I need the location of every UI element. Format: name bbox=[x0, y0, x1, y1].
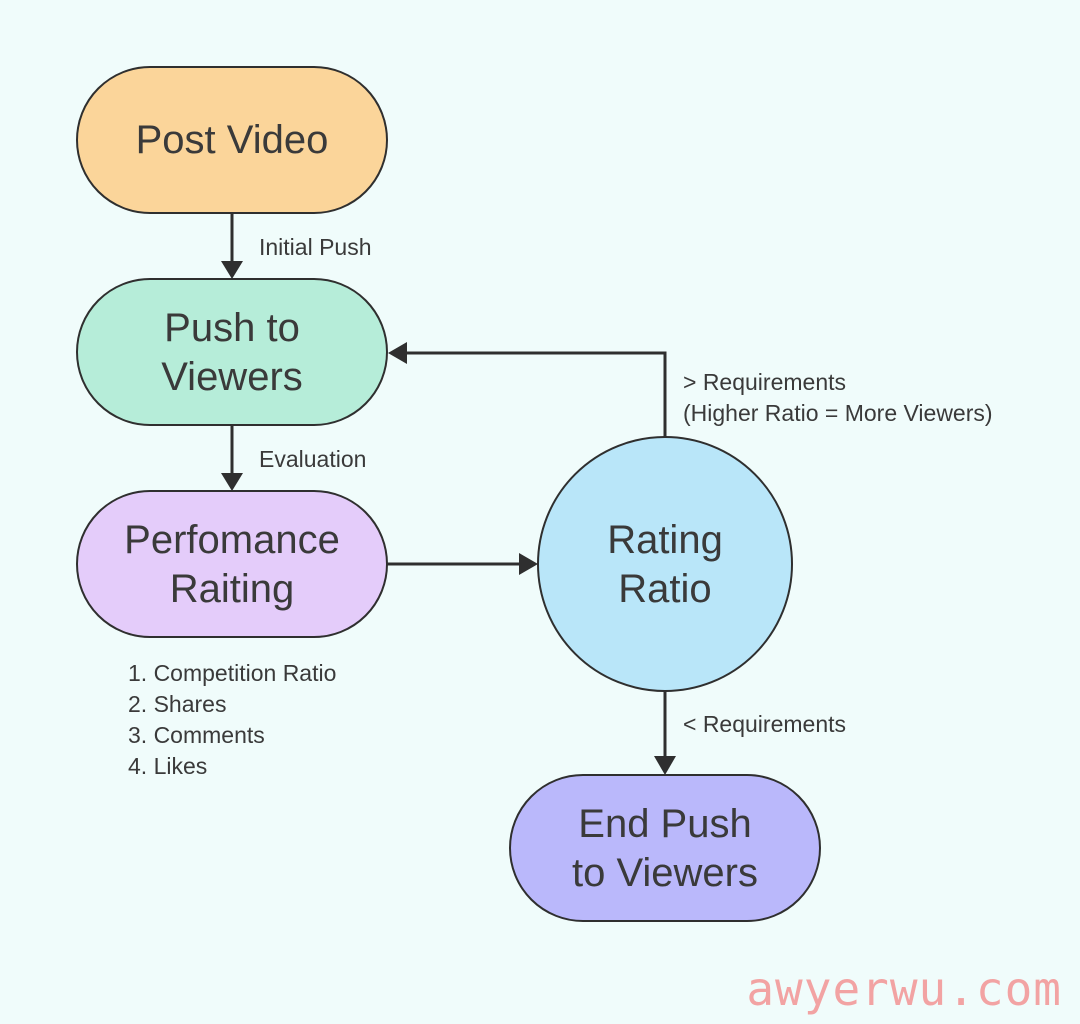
node-post-video: Post Video bbox=[76, 66, 388, 214]
node-performance-rating: Perfomance Raiting bbox=[76, 490, 388, 638]
criteria-item: 1. Competition Ratio bbox=[128, 660, 336, 686]
node-end-push-shape bbox=[509, 774, 821, 922]
edge-label-more-requirements-note: (Higher Ratio = More Viewers) bbox=[683, 400, 993, 426]
node-rating-ratio: Rating Ratio bbox=[537, 436, 793, 692]
node-performance-rating-label-line1: Perfomance bbox=[124, 518, 340, 562]
node-rating-ratio-shape bbox=[537, 436, 793, 692]
node-rating-ratio-label-line2: Ratio bbox=[618, 567, 711, 611]
edge-label-less-requirements: < Requirements bbox=[683, 711, 846, 737]
edge-post-to-push bbox=[221, 213, 243, 279]
node-end-push-label-line2: to Viewers bbox=[572, 851, 758, 895]
node-rating-ratio-label-line1: Rating bbox=[607, 518, 723, 562]
edge-push-to-performance bbox=[221, 425, 243, 491]
criteria-item: 4. Likes bbox=[128, 753, 207, 779]
criteria-item: 2. Shares bbox=[128, 691, 226, 717]
watermark-text: awyerwu.com bbox=[746, 962, 1062, 1016]
node-post-video-shape bbox=[76, 66, 388, 214]
edge-label-evaluation: Evaluation bbox=[259, 446, 366, 472]
node-push-to-viewers-shape bbox=[76, 278, 388, 426]
node-end-push: End Push to Viewers bbox=[509, 774, 821, 922]
node-performance-rating-label-line2: Raiting bbox=[170, 567, 295, 611]
node-post-video-label: Post Video bbox=[136, 118, 329, 162]
node-push-to-viewers-label-line2: Viewers bbox=[161, 355, 303, 399]
edge-label-initial-push: Initial Push bbox=[259, 234, 372, 260]
criteria-list: 1. Competition Ratio 2. Shares 3. Commen… bbox=[128, 660, 336, 779]
node-push-to-viewers-label-line1: Push to bbox=[164, 306, 300, 350]
criteria-item: 3. Comments bbox=[128, 722, 265, 748]
node-performance-rating-shape bbox=[76, 490, 388, 638]
node-end-push-label-line1: End Push bbox=[578, 802, 751, 846]
edge-label-more-requirements: > Requirements bbox=[683, 369, 846, 395]
edge-ratio-to-push bbox=[388, 342, 667, 437]
edge-performance-to-ratio bbox=[386, 553, 538, 575]
node-push-to-viewers: Push to Viewers bbox=[76, 278, 388, 426]
edge-ratio-to-end bbox=[654, 691, 676, 775]
